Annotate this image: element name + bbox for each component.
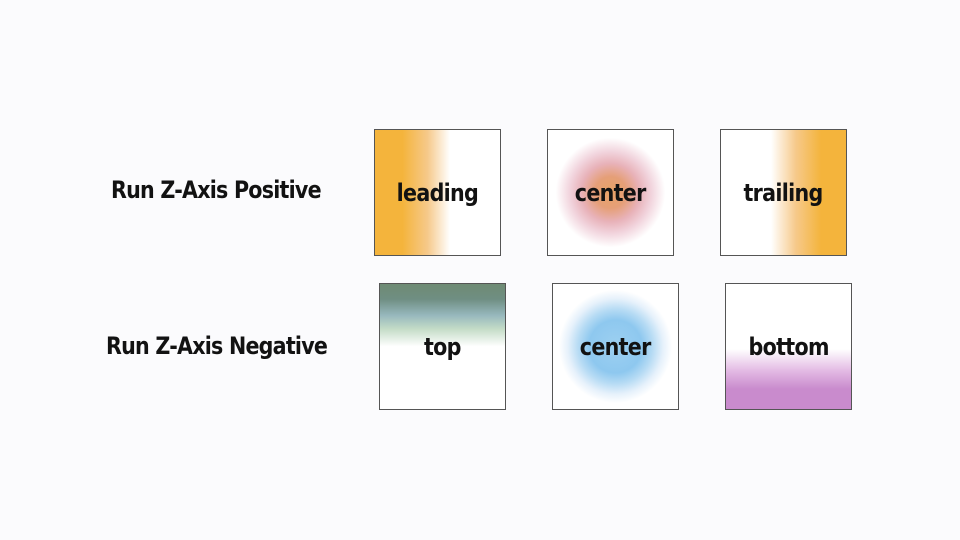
- row-label-negative: Run Z-Axis Negative: [106, 332, 328, 360]
- center-negative-gradient-tile: center: [552, 283, 679, 410]
- top-gradient-tile: top: [379, 283, 506, 410]
- center-negative-label: center: [580, 332, 652, 361]
- trailing-label: trailing: [743, 178, 824, 207]
- row-label-positive: Run Z-Axis Positive: [111, 176, 322, 204]
- center-positive-label: center: [575, 178, 647, 207]
- leading-gradient-tile: leading: [374, 129, 501, 256]
- center-positive-gradient-tile: center: [547, 129, 674, 256]
- bottom-gradient-tile: bottom: [725, 283, 852, 410]
- bottom-label: bottom: [748, 332, 829, 361]
- top-label: top: [424, 332, 461, 361]
- leading-label: leading: [396, 178, 479, 207]
- trailing-gradient-tile: trailing: [720, 129, 847, 256]
